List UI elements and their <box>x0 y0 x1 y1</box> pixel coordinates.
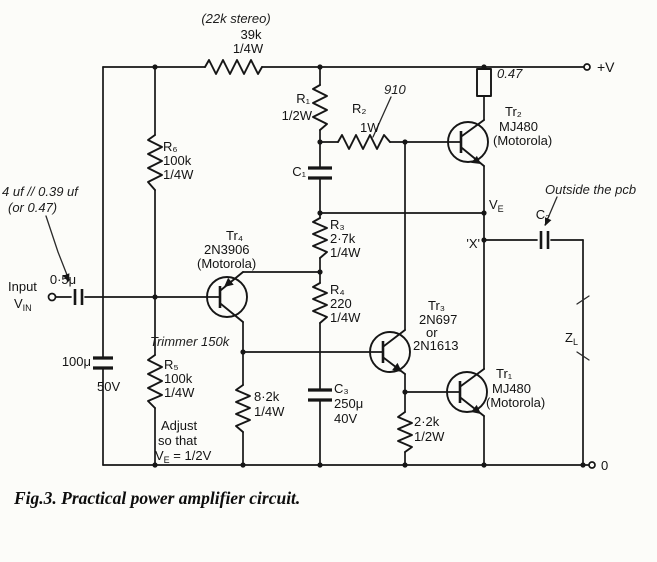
capacitor-100u <box>93 356 113 370</box>
label-input-cap-alt: 4 uf // 0.39 uf <box>2 184 79 199</box>
figure-caption: Fig.3. Practical power amplifier circuit… <box>13 488 300 508</box>
tr1-emitter-arrow <box>471 404 481 414</box>
label-r1-watt: 1/2W <box>282 108 313 123</box>
label-tr1-name: Tr₁ <box>496 366 513 381</box>
label-39k-value: 39k <box>241 27 262 42</box>
capacitor-c2 <box>539 231 550 249</box>
label-c1-name: C₁ <box>292 164 306 179</box>
leader-outside-pcb <box>544 196 558 226</box>
label-r5-name: R₅ <box>164 357 179 372</box>
label-8k2-watt: 1/4W <box>254 404 285 419</box>
label-tr3-part: 2N697 <box>419 312 457 327</box>
leader-input-cap-note <box>45 215 70 282</box>
label-8k2-value: 8·2k <box>254 389 280 404</box>
label-tr4-name: Tr₄ <box>226 228 243 243</box>
label-vin: VIN <box>14 296 32 313</box>
supply-terminal <box>583 63 591 71</box>
terminals <box>47 63 596 469</box>
label-r3-name: R₃ <box>330 217 345 232</box>
label-cin-value: 0·5μ <box>50 272 76 287</box>
label-r6-watt: 1/4W <box>163 167 194 182</box>
resistor-39k <box>204 59 263 75</box>
label-adjust-2: so that <box>158 433 197 448</box>
junction-dots <box>152 64 586 468</box>
resistor-r5 <box>147 354 163 409</box>
label-x-node: 'X' <box>466 236 480 251</box>
label-r5-value: 100k <box>164 371 193 386</box>
resistor-r3 <box>312 217 328 259</box>
label-r4-name: R₄ <box>330 282 345 297</box>
label-zl: ZL <box>565 330 578 347</box>
label-tr3-name: Tr₃ <box>428 298 445 313</box>
label-trimmer-note: Trimmer 150k <box>150 334 231 349</box>
label-plus-v: +V <box>597 59 615 75</box>
label-c3-volt: 40V <box>334 411 357 426</box>
transistor-tr4 <box>206 271 248 323</box>
label-0r47: 0.47 <box>497 66 523 81</box>
leader-910 <box>372 96 392 138</box>
label-39k-watt: 1/4W <box>233 41 264 56</box>
transistor-tr1 <box>446 368 488 417</box>
label-cfilter-volt: 50V <box>97 379 120 394</box>
label-cfilter-value: 100μ <box>62 354 91 369</box>
label-r6-value: 100k <box>163 153 192 168</box>
resistor-8k2 <box>235 384 251 433</box>
label-c3-name: C₃ <box>334 381 349 396</box>
label-r1-name: R₁ <box>296 91 310 106</box>
capacitor-c1 <box>308 166 332 180</box>
label-r4-watt: 1/4W <box>330 310 361 325</box>
label-outside-pcb: Outside the pcb <box>545 182 636 197</box>
label-2k2-watt: 1/2W <box>414 429 445 444</box>
label-r6-name: R₆ <box>163 139 178 154</box>
label-c3-value: 250μ <box>334 396 363 411</box>
resistor-2k2 <box>397 411 413 453</box>
label-r4-value: 220 <box>330 296 352 311</box>
transistor-tr3 <box>369 329 411 375</box>
capacitor-input <box>73 289 84 305</box>
tr4-emitter-arrow <box>224 277 234 287</box>
resistor-r4 <box>312 282 328 324</box>
label-tr2-name: Tr₂ <box>505 104 522 119</box>
zero-terminal <box>588 461 596 469</box>
label-2k2-value: 2·2k <box>414 414 440 429</box>
label-input-cap-alt2: (or 0.47) <box>8 200 57 215</box>
label-tr3-part2: 2N1613 <box>413 338 459 353</box>
label-tr2-maker: (Motorola) <box>493 133 552 148</box>
resistor-0r47-box <box>476 68 492 97</box>
label-tr1-maker: (Motorola) <box>486 395 545 410</box>
label-c2-name: C₂ <box>536 207 550 222</box>
resistor-r2 <box>337 134 391 150</box>
capacitor-c3 <box>308 388 332 402</box>
label-ve-node: VE <box>489 197 504 214</box>
label-tr2-part: MJ480 <box>499 119 538 134</box>
label-r2-name: R₂ <box>352 101 366 116</box>
label-adjust-ve: VE = 1/2V <box>155 448 212 465</box>
label-r3-value: 2·7k <box>330 231 356 246</box>
label-r5-watt: 1/4W <box>164 385 195 400</box>
label-tr1-part: MJ480 <box>492 381 531 396</box>
label-r2-watt: 1W <box>360 120 380 135</box>
tr2-emitter-arrow <box>471 155 481 164</box>
load-ticks <box>576 295 590 361</box>
label-zero-rail: 0 <box>601 458 608 473</box>
resistor-r1 <box>312 84 328 131</box>
label-adjust-1: Adjust <box>161 418 198 433</box>
label-tr4-part: 2N3906 <box>204 242 250 257</box>
input-terminal <box>47 292 57 302</box>
resistor-r6 <box>147 134 163 191</box>
label-tr3-or: or <box>426 325 438 340</box>
label-r3-watt: 1/4W <box>330 245 361 260</box>
label-input: Input <box>8 279 37 294</box>
tr3-emitter-arrow <box>392 362 402 372</box>
label-stereo-note: (22k stereo) <box>201 11 270 26</box>
label-r2-corrected-value: 910 <box>384 82 406 97</box>
transistor-tr2 <box>447 119 489 167</box>
label-tr4-maker: (Motorola) <box>197 256 256 271</box>
